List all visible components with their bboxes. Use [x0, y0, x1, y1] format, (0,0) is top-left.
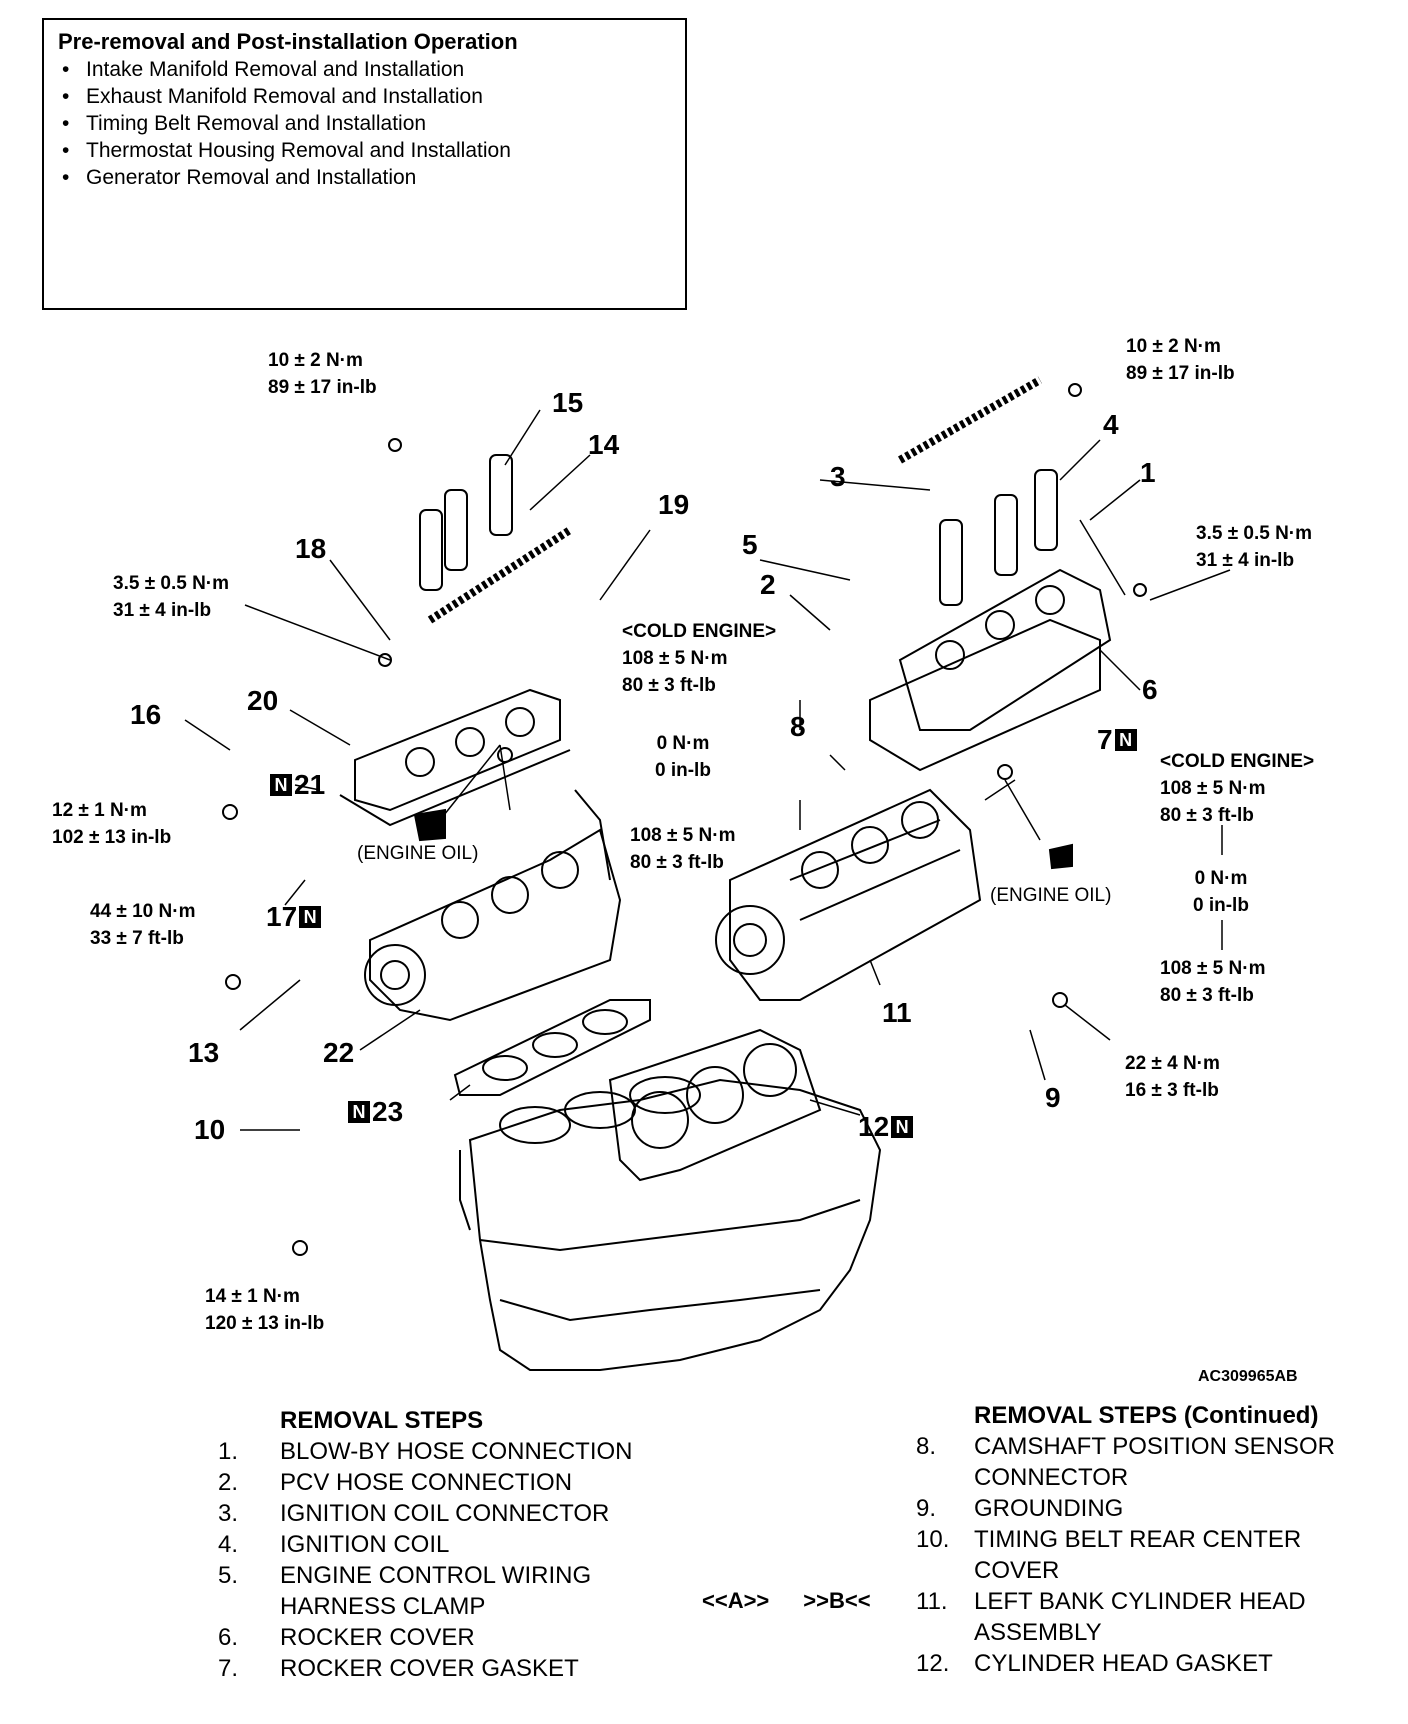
- removal-step: 8.CAMSHAFT POSITION SENSOR: [916, 1433, 1335, 1460]
- callout-22: 22: [323, 1037, 355, 1068]
- removal-step: ASSEMBLY: [974, 1619, 1102, 1646]
- pre-removal-title: Pre-removal and Post-installation Operat…: [58, 29, 518, 54]
- callout-5: 5: [742, 529, 758, 560]
- callout-3: 3: [830, 461, 846, 492]
- removal-step: 2.PCV HOSE CONNECTION: [218, 1469, 573, 1496]
- callout-2: 2: [760, 569, 776, 600]
- callout-15: 15: [552, 387, 584, 418]
- removal-steps-continued-heading: REMOVAL STEPS (Continued): [974, 1402, 1319, 1429]
- engine-oil-label: (ENGINE OIL): [357, 843, 479, 864]
- removal-step: 3.IGNITION COIL CONNECTOR: [218, 1500, 610, 1527]
- torque-label: <COLD ENGINE> 108 ± 5 N·m 80 ± 3 ft-lb: [1160, 751, 1315, 826]
- pre-removal-item: Thermostat Housing Removal and Installat…: [58, 137, 671, 164]
- torque-label: 44 ± 10 N·m 33 ± 7 ft-lb: [90, 901, 196, 949]
- engine-oil-label: (ENGINE OIL): [990, 885, 1112, 906]
- removal-step: 7.ROCKER COVER GASKET: [218, 1655, 579, 1682]
- mark-a: <<A>>: [702, 1588, 770, 1613]
- new-part-icon: N: [348, 1100, 370, 1123]
- torque-label: <COLD ENGINE> 108 ± 5 N·m 80 ± 3 ft-lb: [622, 621, 777, 696]
- callout-10: 10: [194, 1114, 226, 1145]
- bolts: [222, 383, 1147, 1256]
- torque-label: 10 ± 2 N·m 89 ± 17 in-lb: [1126, 336, 1235, 384]
- cylinder-head-gasket-left-drawing: [453, 999, 651, 1096]
- oil-can-icon: [413, 808, 1073, 870]
- removal-steps-heading: REMOVAL STEPS: [280, 1407, 484, 1434]
- engine-block-drawing: [459, 1076, 882, 1371]
- removal-step: 1.BLOW-BY HOSE CONNECTION: [218, 1438, 633, 1465]
- rocker-cover-left-drawing: [339, 688, 571, 827]
- callout-14: 14: [588, 429, 620, 460]
- torque-label: 3.5 ± 0.5 N·m 31 ± 4 in-lb: [113, 573, 230, 621]
- cylinder-head-gasket-right-drawing: [608, 1028, 822, 1182]
- callout-4: 4: [1103, 409, 1119, 440]
- new-part-icon: N: [299, 905, 322, 928]
- callout-20: 20: [247, 685, 279, 716]
- torque-label: 108 ± 5 N·m 80 ± 3 ft-lb: [630, 825, 736, 873]
- removal-step: 11.LEFT BANK CYLINDER HEAD: [916, 1588, 1306, 1615]
- removal-steps: REMOVAL STEPS 1.BLOW-BY HOSE CONNECTION …: [218, 1405, 633, 1684]
- torque-label: 10 ± 2 N·m 89 ± 17 in-lb: [268, 350, 377, 398]
- pre-removal-item: Generator Removal and Installation: [58, 164, 671, 191]
- removal-step: 4.IGNITION COIL: [218, 1531, 450, 1558]
- removal-step: HARNESS CLAMP: [280, 1593, 486, 1620]
- figure-code: AC309965AB: [1198, 1368, 1298, 1385]
- removal-step: 10.TIMING BELT REAR CENTER: [916, 1526, 1302, 1553]
- callout-16: 16: [130, 699, 162, 730]
- removal-step: 12.CYLINDER HEAD GASKET: [916, 1650, 1273, 1677]
- new-part-icon: N: [270, 773, 292, 796]
- mark-b: >>B<<: [803, 1588, 871, 1613]
- removal-step: 9.GROUNDING: [916, 1495, 1124, 1522]
- right-cylinder-head-drawing: [715, 788, 982, 1001]
- removal-step: 6.ROCKER COVER: [218, 1624, 475, 1651]
- pre-removal-item: Exhaust Manifold Removal and Installatio…: [58, 83, 671, 110]
- torque-label: 0 N·m 0 in-lb: [655, 733, 711, 781]
- leader-lines: [184, 409, 1231, 1131]
- torque-label: 14 ± 1 N·m 120 ± 13 in-lb: [205, 1286, 325, 1334]
- left-cylinder-head-drawing: [364, 789, 622, 1022]
- rocker-cover-right-drawing: [869, 568, 1112, 772]
- torque-label: 22 ± 4 N·m 16 ± 3 ft-lb: [1125, 1053, 1220, 1101]
- new-part-icon: N: [891, 1115, 914, 1138]
- callout-9: 9: [1045, 1082, 1061, 1113]
- removal-step: CONNECTOR: [974, 1464, 1129, 1491]
- removal-step: 5.ENGINE CONTROL WIRING: [218, 1562, 592, 1589]
- callout-19: 19: [658, 489, 690, 520]
- pre-removal-list: Intake Manifold Removal and Installation…: [58, 56, 671, 191]
- removal-steps-continued: REMOVAL STEPS (Continued) 8.CAMSHAFT POS…: [916, 1400, 1335, 1679]
- pre-removal-item: Timing Belt Removal and Installation: [58, 110, 671, 137]
- torque-label: 108 ± 5 N·m 80 ± 3 ft-lb: [1160, 958, 1266, 1006]
- torque-label: 12 ± 1 N·m 102 ± 13 in-lb: [52, 800, 172, 848]
- callout-11: 11: [882, 997, 912, 1028]
- service-marks: <<A>> >>B<<: [702, 1588, 905, 1614]
- callout-8: 8: [790, 711, 806, 742]
- torque-label: 3.5 ± 0.5 N·m 31 ± 4 in-lb: [1196, 523, 1313, 571]
- ignition-coils-right-drawing: [898, 376, 1058, 606]
- new-part-icon: N: [1114, 728, 1137, 751]
- torque-label: 0 N·m 0 in-lb: [1193, 868, 1249, 916]
- callout-1: 1: [1140, 457, 1156, 488]
- callout-13: 13: [188, 1037, 220, 1068]
- pre-removal-box: Pre-removal and Post-installation Operat…: [42, 18, 687, 310]
- ignition-coils-left-drawing: [419, 454, 573, 624]
- callout-18: 18: [295, 533, 327, 564]
- removal-step: COVER: [974, 1557, 1060, 1584]
- pre-removal-item: Intake Manifold Removal and Installation: [58, 56, 671, 83]
- callout-6: 6: [1142, 674, 1158, 705]
